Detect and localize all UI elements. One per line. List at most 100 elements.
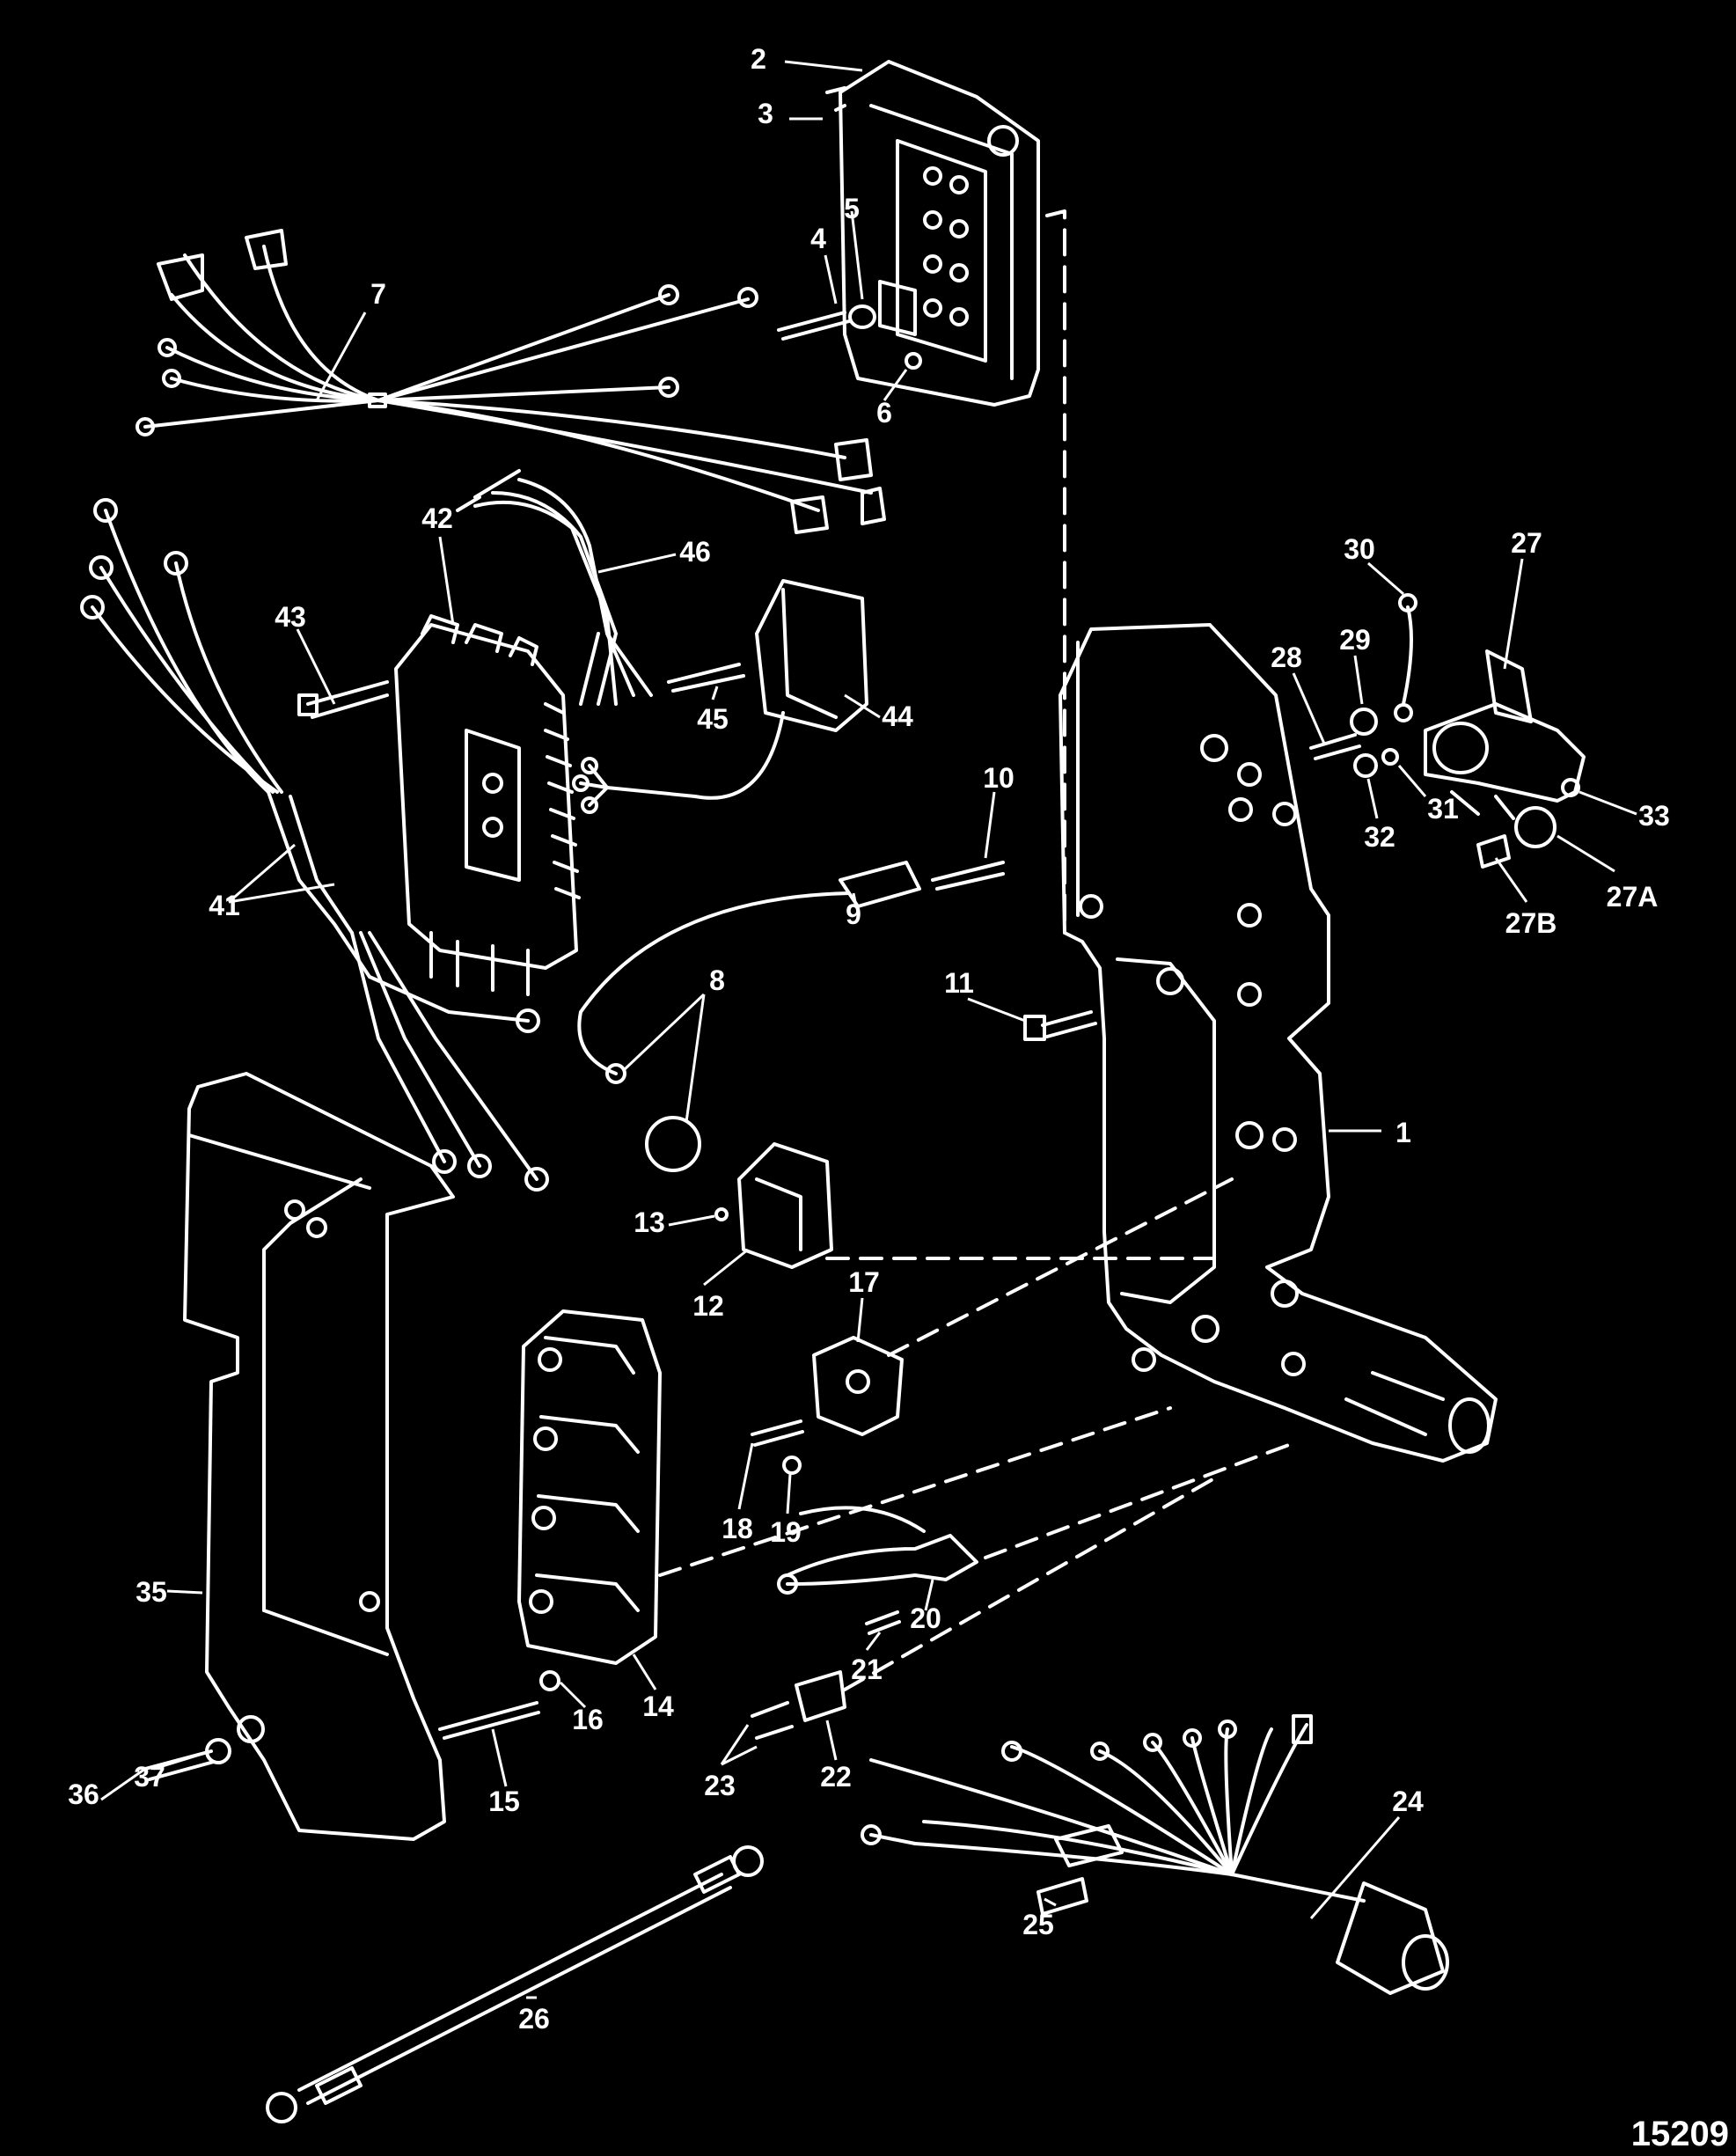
callout-label-27A: 27A (1607, 881, 1659, 913)
dashed-leader-17 (887, 1177, 1234, 1357)
dashed-leader-14 (658, 1406, 1172, 1577)
solenoid-part-27 (1424, 649, 1586, 820)
lead-part-30 (1402, 605, 1413, 706)
callout-label-7: 7 (370, 278, 386, 310)
coil-part-12 (737, 1142, 833, 1269)
callout-label-13: 13 (634, 1206, 665, 1238)
screw-part-13 (714, 1207, 729, 1221)
ground-cable-part-26 (266, 1845, 764, 2123)
bolt-head-part-11 (1023, 1015, 1046, 1041)
callout-label-6: 6 (876, 397, 892, 429)
callout-leaders (100, 60, 1637, 1999)
main-harness-part-24 (861, 1714, 1449, 1995)
switch-box-part-2 (839, 60, 1040, 407)
callout-label-21: 21 (851, 1654, 883, 1685)
callout-label-45: 45 (697, 703, 729, 735)
callout-label-35: 35 (136, 1576, 167, 1608)
callout-label-36: 36 (68, 1778, 99, 1810)
callout-label-44: 44 (882, 700, 913, 732)
callout-label-25: 25 (1022, 1909, 1054, 1940)
callout-label-24: 24 (1392, 1786, 1424, 1817)
harness-part-44 (572, 711, 785, 814)
washer-part-16 (539, 1670, 560, 1691)
callout-label-29: 29 (1339, 624, 1371, 656)
screw-part-4 (777, 311, 851, 341)
cover-part-35 (183, 1072, 455, 1841)
screws-part-23 (751, 1701, 794, 1740)
nut-part-33 (1561, 778, 1580, 797)
callout-label-46: 46 (679, 536, 711, 568)
callout-label-12: 12 (692, 1290, 724, 1322)
washer-part-31 (1381, 748, 1399, 766)
callout-label-19: 19 (770, 1516, 802, 1548)
callout-label-10: 10 (983, 762, 1014, 794)
dashed-leader-2-to-1 (1045, 209, 1066, 935)
figure-number: 15209 (1631, 2115, 1729, 2152)
wire-harness-part-7 (136, 229, 886, 534)
lead-wire-part-9 (577, 891, 851, 1075)
dashed-leader-20 (984, 1441, 1295, 1559)
screw-part-21 (865, 1610, 901, 1635)
dashed-leader-22 (843, 1477, 1216, 1691)
bolt-part-11 (1041, 1010, 1097, 1038)
wire-harness-part-46 (456, 469, 653, 706)
rectifier-part-42 (394, 614, 581, 996)
callout-label-26: 26 (518, 2003, 550, 2035)
knob-part-27A (1514, 806, 1557, 848)
nut-part-19 (782, 1456, 802, 1475)
callout-label-11: 11 (944, 967, 974, 999)
lead-end-part-8 (605, 1063, 626, 1084)
callout-label-8: 8 (709, 964, 725, 996)
callout-label-2: 2 (751, 43, 766, 75)
callout-label-37: 37 (134, 1761, 165, 1793)
sensor-part-17 (812, 1336, 904, 1436)
callout-label-5: 5 (844, 193, 860, 224)
harness-part-41 (80, 498, 549, 1192)
callout-label-15: 15 (488, 1786, 520, 1817)
screw-part-43 (306, 680, 389, 719)
lead-boot-part-9 (839, 861, 921, 908)
callout-label-33: 33 (1638, 800, 1670, 832)
screw-part-28 (1309, 733, 1361, 760)
callout-label-41: 41 (209, 890, 240, 921)
callout-label-18: 18 (722, 1513, 753, 1544)
nut-part-6 (905, 352, 922, 370)
callout-label-16: 16 (572, 1704, 604, 1735)
callout-label-27B: 27B (1505, 907, 1557, 939)
callout-label-3: 3 (758, 98, 773, 129)
callout-label-43: 43 (275, 601, 306, 633)
callout-label-32: 32 (1364, 821, 1395, 853)
callout-label-23: 23 (704, 1770, 736, 1801)
lead-end-part-30 (1398, 593, 1417, 612)
callout-label-1: 1 (1395, 1117, 1411, 1148)
fuse-part-25 (1036, 1877, 1088, 1916)
cap-part-8 (645, 1116, 701, 1172)
callout-label-31: 31 (1427, 793, 1459, 825)
mounting-plate-part-1 (1058, 623, 1498, 1463)
clamp-part-22 (795, 1670, 846, 1722)
callout-label-28: 28 (1271, 642, 1302, 673)
callout-label-4: 4 (810, 223, 826, 254)
screw-part-15 (438, 1701, 540, 1740)
callout-label-14: 14 (642, 1690, 674, 1722)
screw-head-part-43 (297, 693, 319, 716)
callout-label-27: 27 (1511, 527, 1542, 559)
bushing-part-5 (848, 304, 876, 329)
callout-label-20: 20 (910, 1602, 941, 1634)
callout-label-17: 17 (848, 1266, 880, 1298)
ignition-coil-pack-part-14 (517, 1309, 662, 1665)
callout-label-22: 22 (820, 1761, 852, 1793)
callout-label-42: 42 (421, 502, 453, 534)
pin-part-27B (1476, 834, 1511, 869)
callout-label-30: 30 (1344, 533, 1375, 565)
lead-end-b-part-30 (1394, 703, 1413, 722)
screw-part-18 (751, 1419, 804, 1447)
washer-part-29 (1350, 708, 1378, 736)
nut-part-32 (1353, 753, 1378, 778)
callout-label-9: 9 (846, 898, 861, 930)
module-part-44 (755, 579, 868, 732)
